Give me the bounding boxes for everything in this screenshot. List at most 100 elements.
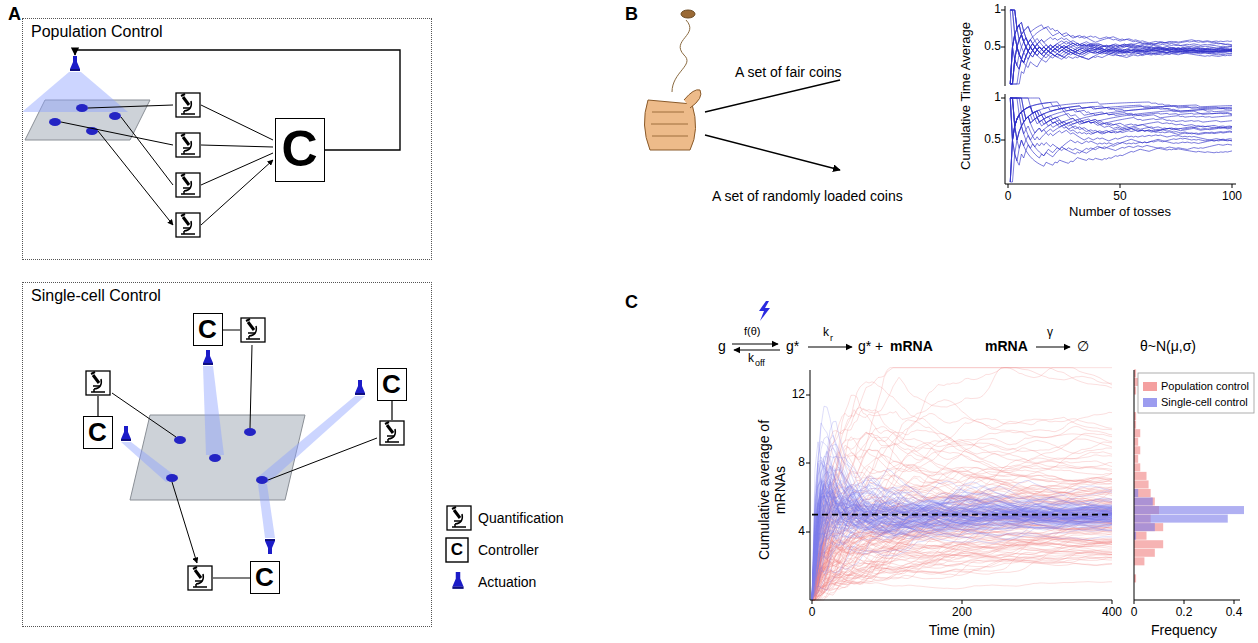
illustration-path [812,487,1112,600]
illustration-path [812,491,1112,600]
axis-title: Time (min) [929,622,995,638]
illustration-rect [1134,472,1147,480]
reaction-arrow [808,346,852,347]
axis-title: Number of tosses [1069,205,1171,220]
microscope-symbol [86,371,110,395]
illustration-path [812,368,1112,600]
legend-swatch [1143,382,1157,391]
illustration-path [812,464,1112,600]
illustration-path [812,457,1112,600]
axis-tick: 100 [1222,190,1242,204]
axis-tick: 0 [809,606,816,620]
illustration-path [1010,112,1232,182]
illustration-path [812,499,1112,600]
illustration-path [812,451,1112,600]
legend-text: Population control [1161,380,1249,393]
illustration-path [812,495,1112,600]
illustration-path [812,437,1112,600]
illustration-path [812,489,1112,600]
setup-frame: Single-cell ControlCCCC [22,282,432,627]
microscope-symbol [176,133,200,157]
measurement-line [61,105,173,225]
illustration-path [812,486,1112,600]
illustration-path [1010,140,1232,182]
illustration-path [812,548,1112,600]
axis-tick: 8 [798,456,805,470]
illustration-rect [1134,378,1138,386]
axis-tick: 400 [1102,606,1122,620]
illustration-path [812,486,1112,600]
illustration-path [812,480,1112,600]
cell [76,104,88,112]
illustration-path [812,467,1112,600]
axis-tick: 0.4 [1226,606,1243,620]
axis-tick: 0.2 [1176,606,1193,620]
illustration-path [812,442,1112,600]
controller-letter: C [281,121,317,179]
axis-tick: 0 [1005,190,1012,204]
illustration-path [812,466,1112,600]
illustration-path [1010,98,1232,126]
coin [681,10,695,18]
microscope-symbol [188,566,212,590]
illustration-rect [1134,489,1151,497]
illustration-path [812,481,1112,600]
coin-tosser [644,10,840,170]
illustration-path [812,368,1112,600]
measurement-line [112,345,377,563]
illustration-rect [1134,463,1140,471]
cell [209,454,221,462]
illustration-path [812,483,1112,600]
finger-lines [651,112,688,136]
microscope-symbol [176,213,200,237]
illustration-path [1010,35,1232,84]
reaction-term: g* [786,338,799,354]
actuation-lamp [265,539,275,554]
illustration-path [812,467,1112,600]
light-beam [203,366,224,455]
illustration-path [1010,98,1232,129]
illustration-path [812,368,1112,600]
illustration-rect [1134,540,1163,548]
controller-letter: C [88,418,107,448]
reaction-arrow [734,349,780,350]
illustration-path [812,474,1112,600]
illustration-path [812,466,1112,600]
illustration-rect [1134,506,1244,514]
illustration-path [812,452,1112,600]
illustration-path [812,480,1112,600]
illustration-path [812,495,1112,600]
light-bolt [759,301,770,321]
controller-box: C [193,313,223,347]
rate-label: k [748,352,754,366]
illustration-path [812,481,1112,600]
illustration-path [812,487,1112,600]
reaction-term: g* + [858,338,883,354]
illustration-rect [1134,549,1155,557]
illustration-path [812,437,1112,600]
illustration-path [812,463,1112,600]
illustration-path [812,479,1112,600]
illustration-path [812,421,1112,600]
microscope-symbol [176,173,200,197]
illustration-path [812,487,1112,600]
rate-label: f(θ) [744,325,761,338]
illustration-path [812,470,1112,600]
axis-tick: 0.5 [984,40,1001,54]
axis-title: Cumulative average of mRNAs [756,415,788,565]
illustration-path [812,414,1112,600]
branch-arrow [705,80,840,170]
illustration-rect [1134,429,1140,437]
illustration-rect [1134,446,1140,454]
axis-tick: 50 [1113,190,1126,204]
illustration-path [1010,98,1232,115]
illustration-path [812,488,1112,600]
frame-heading: Single-cell Control [31,287,423,305]
axis-tick: 1 [994,3,1001,17]
setup-frame: Population ControlC [22,18,432,260]
cell [166,474,178,482]
illustration-rect [1134,455,1138,463]
legend-text: Quantification [478,510,564,526]
rate-subscript: r [830,333,833,343]
light-beam [258,396,365,483]
